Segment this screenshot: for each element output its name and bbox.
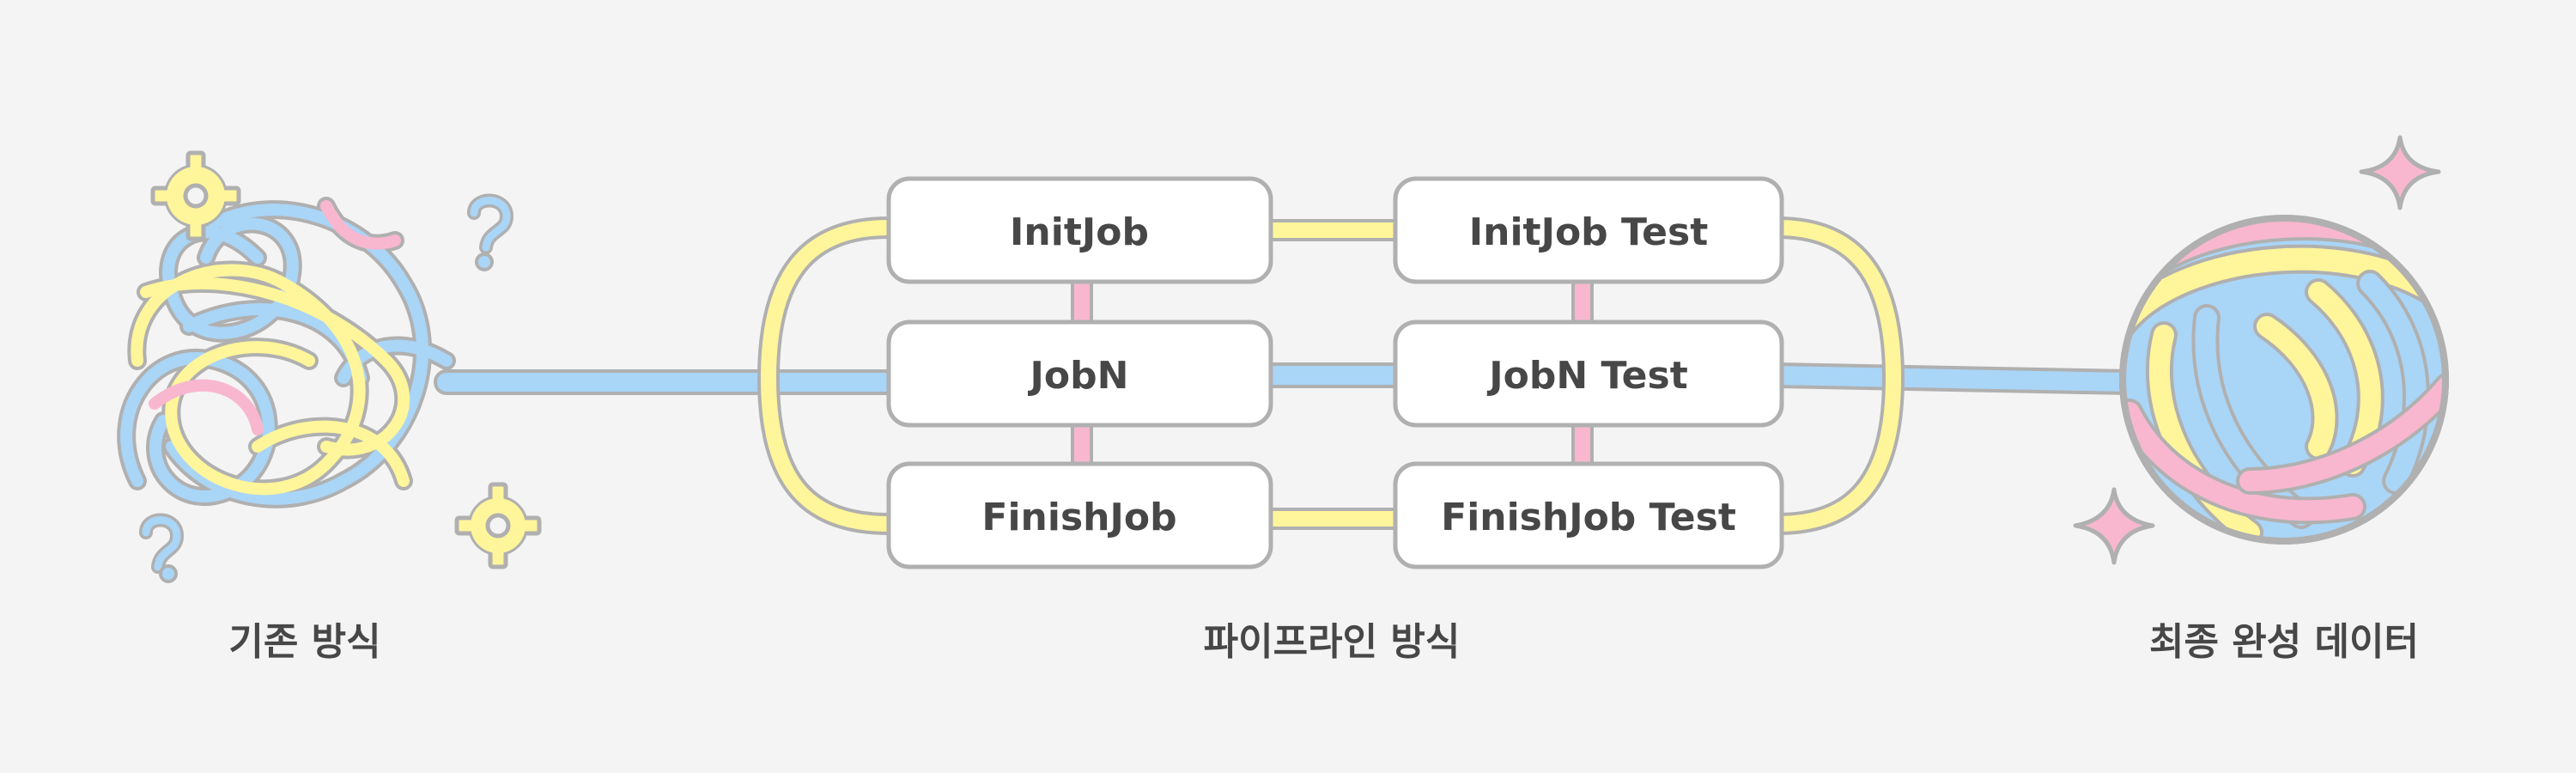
job-label-finish: FinishJob [981,496,1176,539]
job-box-jobn: JobN [886,320,1273,428]
main-blue-line [434,362,2142,395]
job-box-jobn-test: JobN Test [1393,320,1784,428]
pipeline-pink-connectors [1071,279,1594,468]
job-label-jobn-test: JobN Test [1486,354,1687,398]
section-label-final: 최종 완성 데이터 [2149,620,2419,664]
question-mark-icon [139,513,185,583]
job-box-init: InitJob [886,176,1273,284]
job-label-finish-test: FinishJob Test [1441,496,1736,539]
sparkle-icon [2073,487,2155,565]
sparkle-icon [2359,135,2441,210]
job-label-init: InitJob [1010,210,1149,254]
job-label-init-test: InitJob Test [1469,210,1708,254]
gear-icon [150,150,241,241]
section-label-existing: 기존 방식 [228,620,380,664]
yarn-ball-icon [2119,215,2449,545]
gear-icon [454,482,542,569]
job-box-finish: FinishJob [886,461,1273,569]
job-box-init-test: InitJob Test [1393,176,1784,284]
tangled-yarn-icon [117,197,456,508]
pipeline-yellow-loop [756,216,1905,535]
section-label-pipeline: 파이프라인 방식 [1204,620,1461,664]
job-label-jobn: JobN [1028,354,1129,398]
job-box-finish-test: FinishJob Test [1393,461,1784,569]
question-mark-icon [467,193,514,271]
